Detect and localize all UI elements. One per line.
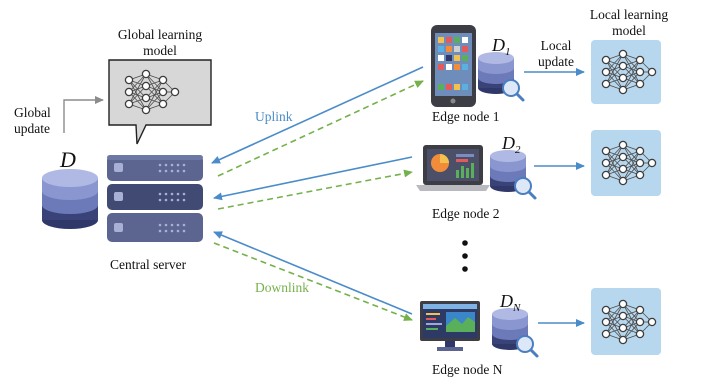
local-update-label-line1: Local [541,38,572,53]
nodeN-dataset-label: DN [499,291,521,314]
edge-node-1-label: Edge node 1 [432,109,499,124]
smartphone-icon [431,25,476,107]
nodeN-database-icon [490,306,539,358]
global-database-icon [42,169,98,229]
global-model-label-line2: model [143,43,177,58]
downlink-arrow-node2 [217,169,413,210]
node1-database-icon [476,50,525,102]
local-model-nodeN [591,288,661,355]
downlink-arrow-nodeN [213,242,413,321]
local-model-label-line1: Local learning [590,7,669,22]
edge-node-N-label: Edge node N [432,362,503,377]
downlink-arrow-node1 [217,80,424,177]
local-model-node2 [591,130,661,196]
node2-dataset-label: D2 [501,133,521,156]
desktop-monitor-icon [420,301,480,351]
node1-dataset-label: D1 [491,35,511,58]
central-server-icon [107,155,203,242]
global-dataset-label: D [59,147,76,172]
more-nodes-ellipsis-icon [462,240,468,272]
global-update-label-line2: update [14,121,50,136]
global-model-label-line1: Global learning [118,27,203,42]
uplink-arrow-node2 [213,156,413,201]
uplink-arrow-node1 [211,66,424,164]
central-server-label: Central server [110,257,187,272]
node2-database-icon [488,148,537,200]
global-update-arrow [63,96,104,133]
uplink-arrow-nodeN [213,231,413,315]
laptop-icon [416,145,490,191]
local-model-label-line2: model [612,23,646,38]
edge-node-2-label: Edge node 2 [432,206,499,221]
global-update-label-line1: Global [14,105,51,120]
uplink-label: Uplink [255,109,293,124]
local-update-label-line2: update [538,54,574,69]
downlink-label: Downlink [255,280,309,295]
local-model-node1 [591,40,661,104]
